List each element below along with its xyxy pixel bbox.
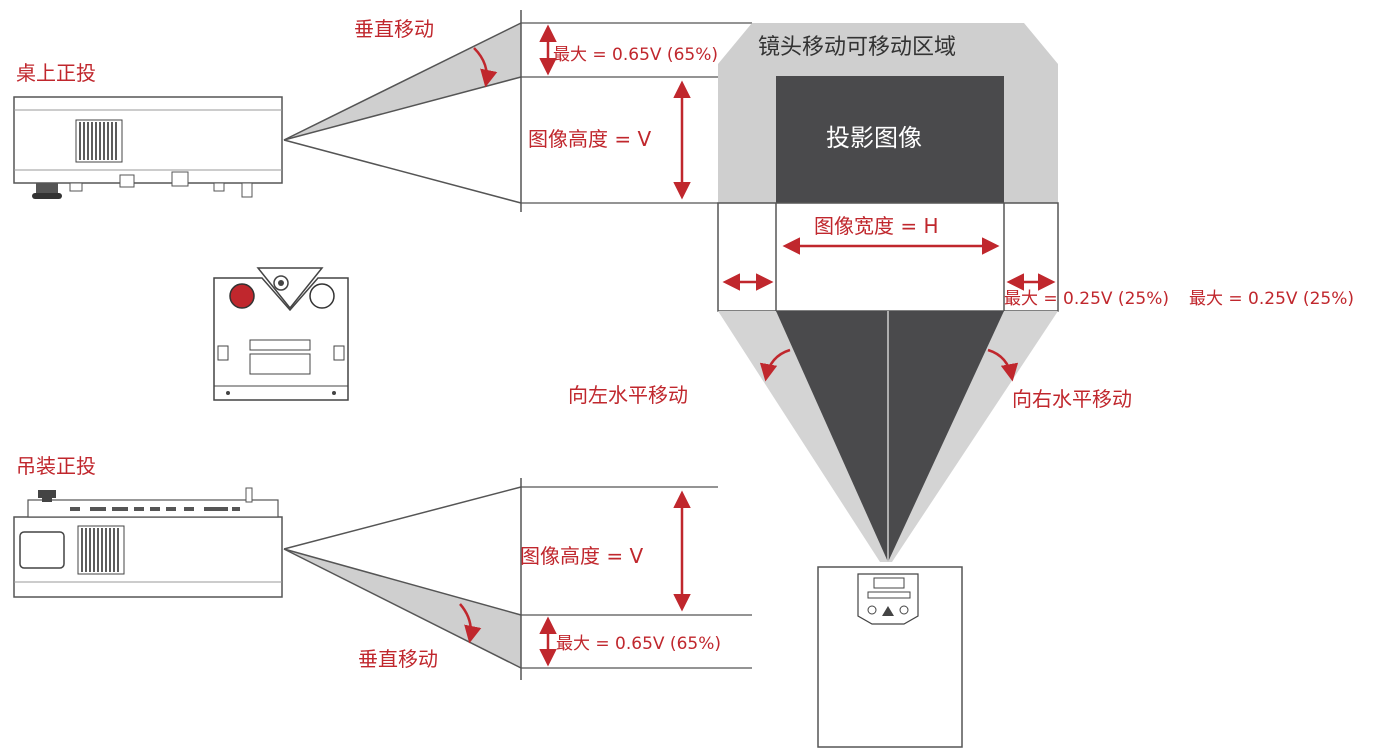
lens-control-panel-icon [213,267,349,401]
max-vertical-top-label: 最大 = 0.65V (65%) [553,45,718,65]
image-height-top-label: 图像高度 = V [528,127,651,151]
image-height-bottom-label: 图像高度 = V [520,544,643,568]
top-view-projector-icon [817,566,963,748]
shift-left-arrow [759,348,791,382]
horizontal-shift-range [717,202,1059,312]
projected-image-box [776,76,1004,203]
ceiling-projector-group: 吊装正投 图像高度 = V 最大 = 0.65V (65%) 垂直移动 [13,454,752,680]
center-beam [776,311,1004,562]
max-horizontal-right-label: 最大 = 0.25V (25%) [1189,289,1354,309]
vertical-shift-top-arrow [473,47,498,88]
max-horizontal-left-label: 最大 = 0.25V (25%) [1004,289,1169,309]
vertical-shift-bottom-arrow [459,603,482,644]
vertical-shift-top-label: 垂直移动 [354,17,434,41]
max-vertical-bottom-label: 最大 = 0.65V (65%) [556,634,721,654]
desktop-front-label: 桌上正投 [16,61,96,85]
shift-right-label: 向右水平移动 [1012,387,1132,411]
desktop-projector-icon [13,96,283,199]
lens-shift-area-label: 镜头移动可移动区域 [758,35,956,60]
image-width-label: 图像宽度 = H [814,214,939,238]
vertical-shift-bottom-label: 垂直移动 [358,647,438,671]
lens-shift-area-group: 镜头移动可移动区域 投影图像 图像宽度 = H 最大 = 0.25V (25%)… [568,23,1354,748]
projected-image-label: 投影图像 [826,124,922,152]
shift-left-label: 向左水平移动 [568,383,688,407]
ceiling-front-label: 吊装正投 [16,454,96,478]
desktop-projector-group: 桌上正投 垂直移动 最大 = 0.65V (65%) 图像高度 = V [13,10,752,212]
shift-right-arrow [987,348,1019,382]
ceiling-projector-icon [13,487,283,598]
